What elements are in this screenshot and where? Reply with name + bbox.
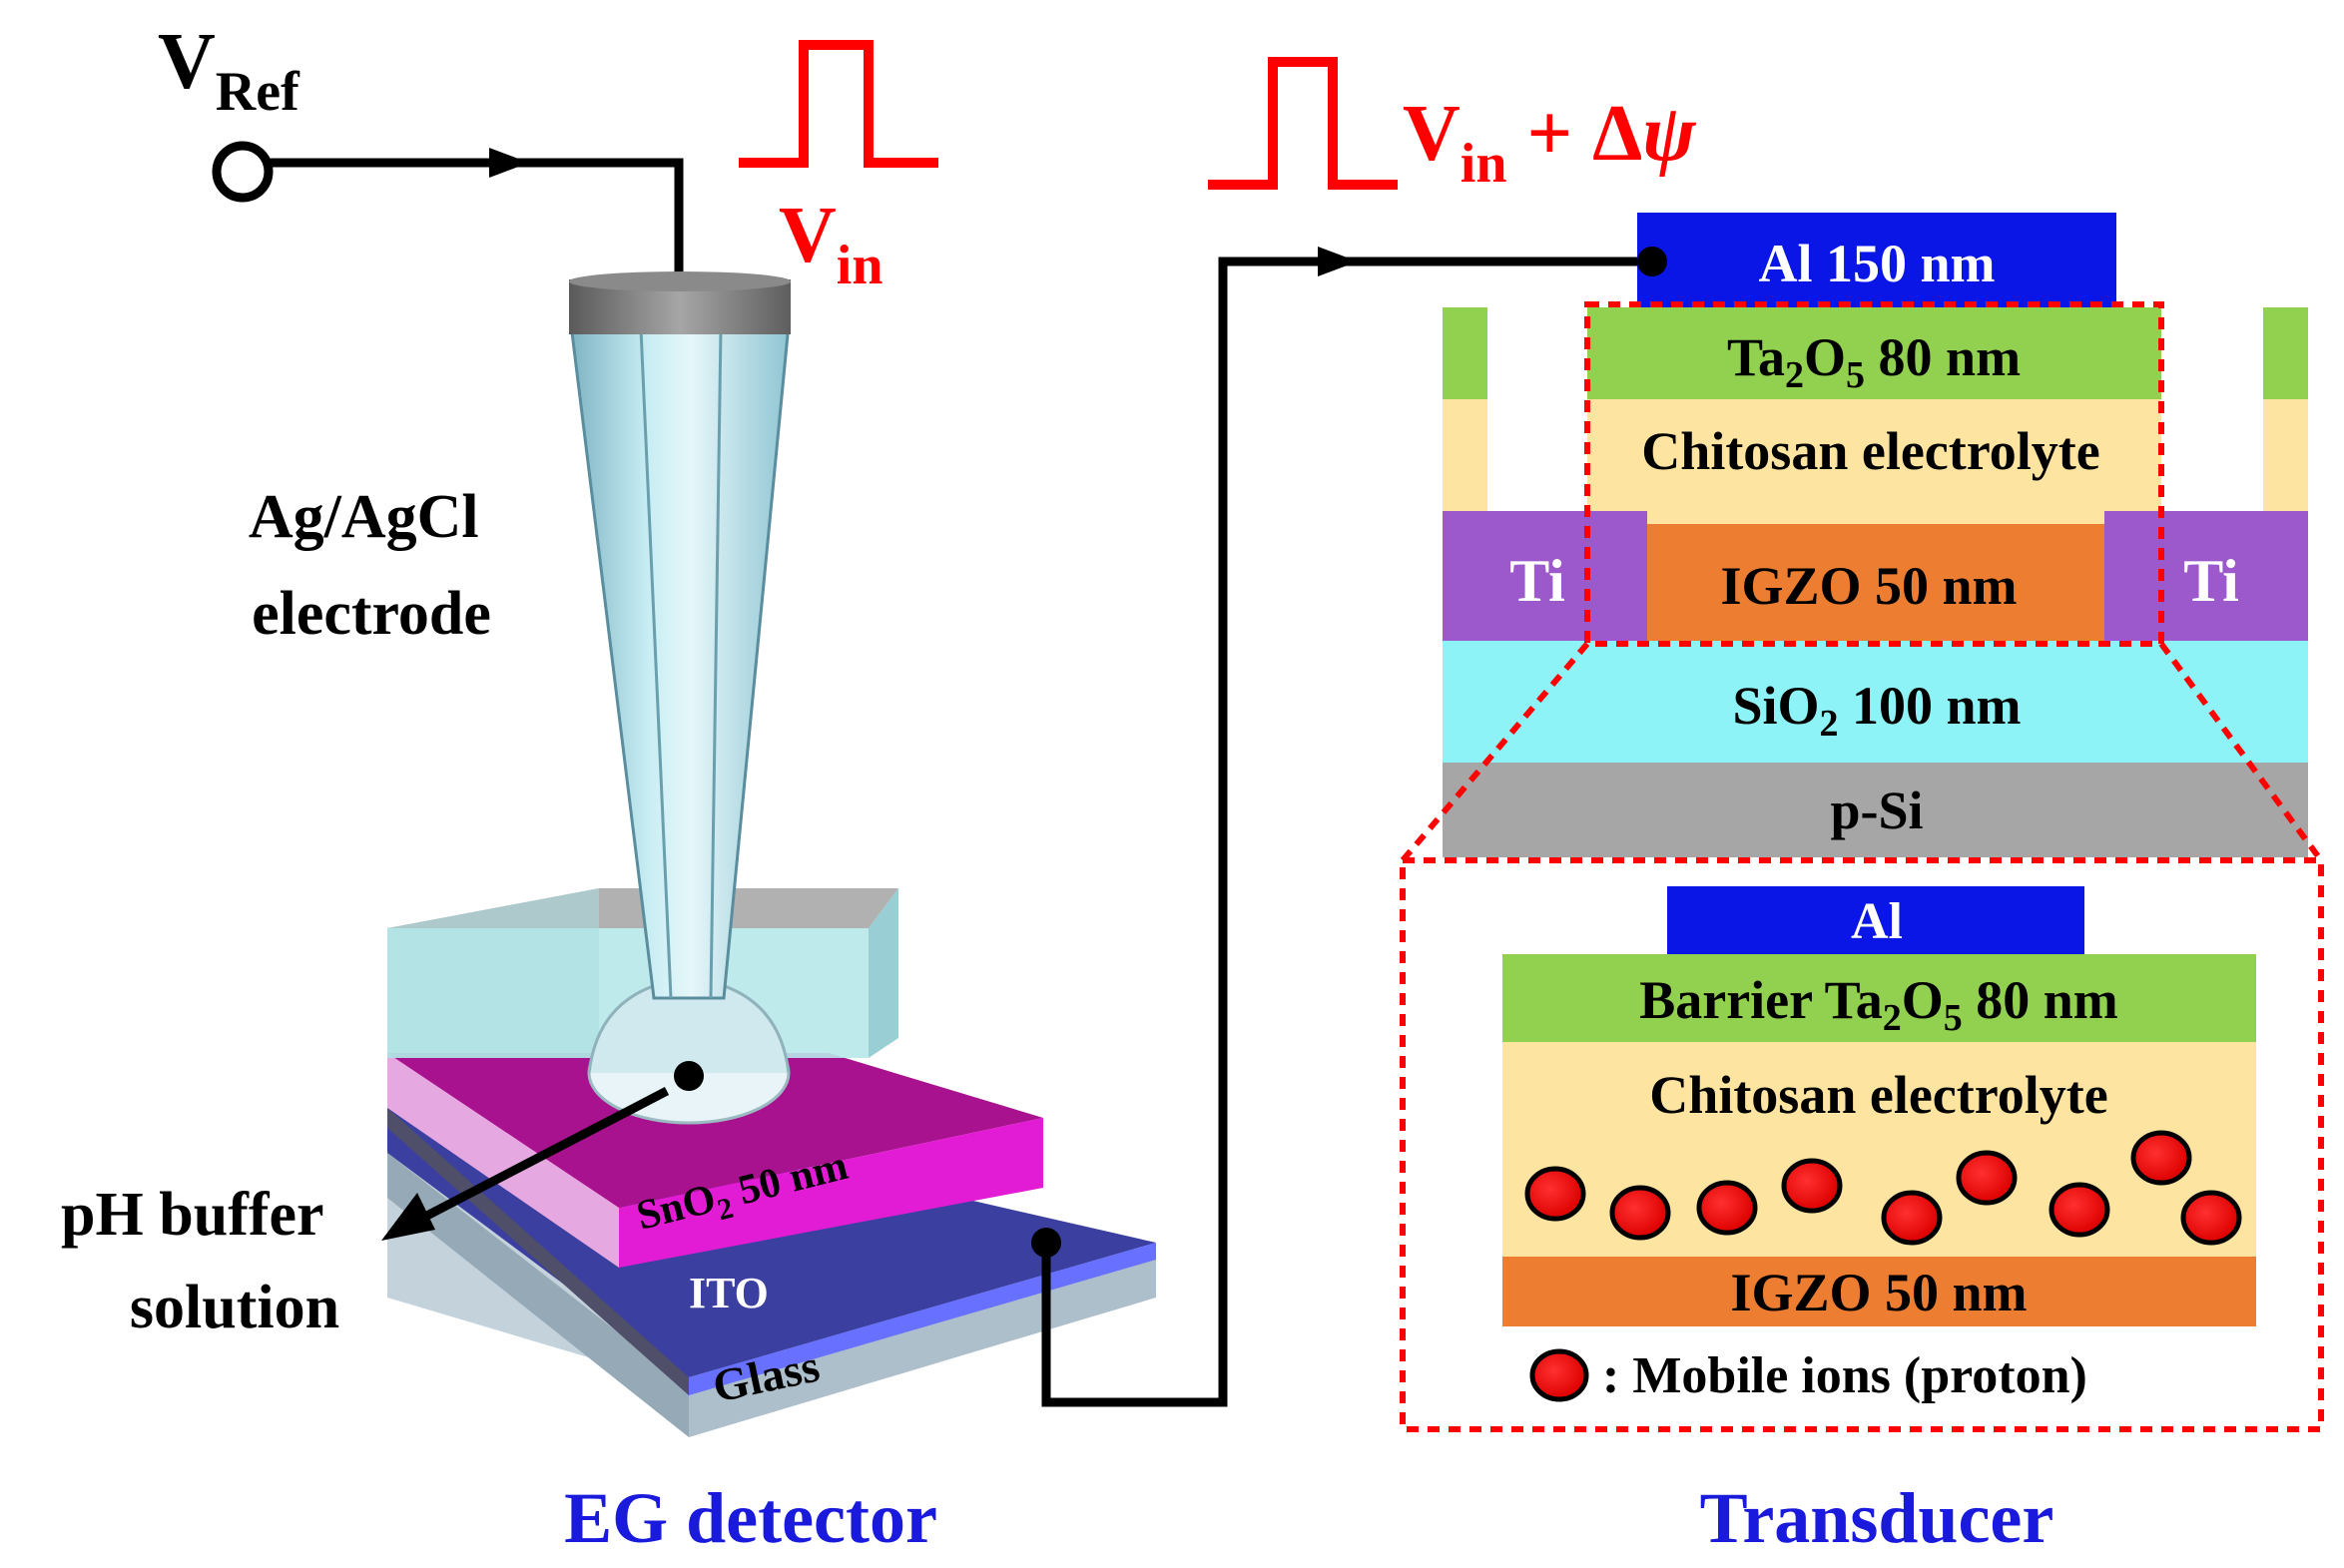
glass-front <box>689 1253 1156 1437</box>
layer-ti-left-label: Ti <box>1509 548 1565 614</box>
inset-al <box>1667 886 2084 954</box>
inset-igzo <box>1502 1257 2256 1326</box>
vin-label: Vin <box>779 192 882 296</box>
layer-psi-label: p-Si <box>1830 781 1923 840</box>
inset-igzo-label: IGZO 50 nm <box>1730 1263 2027 1322</box>
ito-front <box>689 1243 1156 1395</box>
gate-contact <box>1637 247 1667 276</box>
layer-igzo <box>1647 524 2104 641</box>
layer-ti-right-label: Ti <box>2183 548 2239 614</box>
layer-chitosan-label: Chitosan electrolyte <box>1641 421 2099 481</box>
layer-ti-left <box>1443 511 1647 641</box>
mobile-ions <box>1524 1130 2242 1246</box>
layer-igzo-label: IGZO 50 nm <box>1720 556 2017 616</box>
inset-barrier <box>1502 954 2256 1042</box>
ito-label: ITO <box>689 1269 769 1317</box>
layer-ti-right <box>2104 511 2308 641</box>
proton-ion <box>2180 1190 2242 1246</box>
proton-ion <box>2130 1130 2192 1186</box>
layer-sio2 <box>1443 641 2308 763</box>
glass-left <box>387 1153 689 1437</box>
vref-label: VRef <box>158 18 300 123</box>
layer-psi <box>1443 763 2308 857</box>
vin-pulse <box>739 40 938 168</box>
transducer: Vin + Δψ Al 150 nm Ta2O5 80 nm Chitosan … <box>1208 57 2324 1558</box>
buffer-arrow <box>391 1087 670 1237</box>
proton-ion <box>1609 1185 1671 1241</box>
proton-ion <box>1881 1190 1943 1246</box>
electrode-tip-dot <box>674 1061 704 1091</box>
proton-ion <box>1696 1180 1758 1236</box>
layer-ta2o5-label: Ta2O5 80 nm <box>1727 327 2021 396</box>
sno2-front <box>619 1118 1043 1268</box>
vref-wire-arrow <box>489 148 529 178</box>
layer-sio2-label: SiO2 100 nm <box>1732 676 2021 745</box>
substrate-stack <box>387 1053 1156 1437</box>
vref-wire <box>270 158 684 279</box>
proton-ion <box>1956 1150 2018 1206</box>
sno2-left <box>387 1053 619 1268</box>
eg-detector: VRef Vin Ag/AgCl electrode <box>61 18 1652 1558</box>
inset-chitosan-label: Chitosan electrolyte <box>1649 1065 2107 1125</box>
layer-al-label: Al 150 nm <box>1758 234 1995 293</box>
vref-terminal <box>212 141 274 203</box>
electrode-label: Ag/AgCl electrode <box>249 483 494 648</box>
transducer-caption: Transducer <box>1700 1478 2054 1558</box>
gate-wire <box>1041 257 1652 1407</box>
layer-al <box>1637 213 2116 307</box>
buffer-label: pH buffer solution <box>61 1181 339 1341</box>
inset-barrier-label: Barrier Ta2O5 80 nm <box>1639 970 2118 1039</box>
inset-al-label: Al <box>1851 893 1903 950</box>
gate-wire-arrow <box>1318 247 1358 276</box>
layer-chitosan <box>1587 399 2161 524</box>
vin-dpsi-label: Vin + Δψ <box>1403 90 1696 195</box>
eg-caption: EG detector <box>564 1478 937 1558</box>
legend-label: : Mobile ions (proton) <box>1602 1347 2087 1404</box>
proton-ion <box>2049 1182 2110 1238</box>
proton-ion <box>1524 1166 1586 1222</box>
vin-dpsi-pulse <box>1208 57 1398 190</box>
layer-ta2o5 <box>1587 307 2161 399</box>
legend-ion-icon <box>1529 1348 1589 1402</box>
zoom-region <box>1584 301 2164 647</box>
ito-left <box>387 1108 689 1395</box>
proton-ion <box>1781 1158 1843 1214</box>
